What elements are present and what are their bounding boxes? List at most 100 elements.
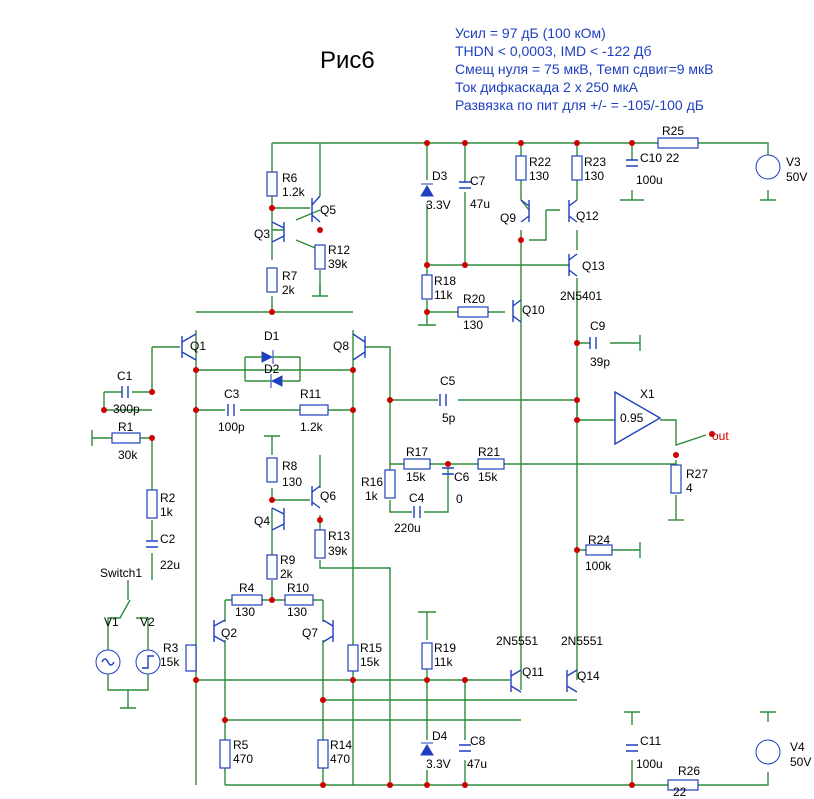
value-C9: 39p [590, 355, 610, 369]
label-V3: V3 [786, 155, 801, 169]
transistor-Q2 [213, 619, 226, 643]
spec-note: Развязка по пит для +/- = -105/-100 дБ [455, 97, 704, 113]
capacitor-C10 [626, 159, 638, 167]
label-R23: R23 [584, 155, 606, 169]
label-R14: R14 [330, 738, 352, 752]
label-D4: D4 [432, 729, 448, 743]
figure-title: Рис6 [320, 47, 375, 74]
resistor-R8 [266, 457, 278, 483]
label-V1: V1 [104, 615, 119, 629]
resistor-R4 [231, 594, 263, 606]
transistor-Q8 [352, 333, 366, 361]
label-R26: R26 [678, 764, 700, 778]
value-R18: 11k [434, 288, 453, 302]
zener-D4 [420, 742, 434, 756]
label-C1: C1 [117, 369, 133, 383]
resistor-R24 [585, 544, 613, 556]
value-R20: 130 [463, 318, 483, 332]
label-R8: R8 [282, 459, 298, 473]
value-R22: 130 [529, 169, 549, 183]
value-R13: 39k [328, 544, 348, 558]
label-Q6: Q6 [320, 489, 336, 503]
diodes [244, 183, 434, 756]
resistor-R17 [403, 458, 431, 470]
spec-note: THDN < 0,0003, IMD < -122 Дб [455, 43, 651, 59]
label-D1: D1 [264, 329, 280, 343]
transistor-Q10 [512, 299, 522, 323]
resistor-R26 [667, 779, 699, 791]
label-C10: C10 [640, 151, 662, 165]
value-C2: 22u [160, 558, 180, 572]
transistor-Q4 [271, 507, 285, 531]
capacitor-C11 [626, 744, 638, 752]
value-R27: 4 [686, 481, 693, 495]
value-R3: 15k [160, 655, 180, 669]
resistor-R20 [457, 306, 489, 318]
transistor-Q6 [311, 485, 321, 509]
resistor-R6 [266, 171, 278, 197]
label-X1: X1 [640, 387, 655, 401]
label-Q7: Q7 [302, 626, 318, 640]
label-Q3: Q3 [254, 227, 270, 241]
label-R25: R25 [662, 124, 684, 138]
capacitor-C4 [413, 506, 421, 518]
capacitor-C1 [121, 386, 129, 398]
resistor-R14 [317, 739, 329, 769]
label-Q8: Q8 [333, 339, 349, 353]
label-Q2: Q2 [221, 626, 237, 640]
value-C8: 47u [467, 757, 487, 771]
resistor-R11 [299, 404, 329, 416]
label-Q1: Q1 [190, 339, 206, 353]
label-Q10: Q10 [522, 303, 545, 317]
resistor-R13 [314, 529, 326, 559]
value-C5: 5p [442, 411, 456, 425]
voltage-source-V4 [755, 739, 781, 765]
label-R20: R20 [463, 292, 485, 306]
transistor-Q11 [510, 669, 522, 693]
label-R22: R22 [529, 155, 551, 169]
capacitor-C3 [227, 404, 235, 416]
transistor-Q1 [181, 333, 197, 361]
capacitor-C5 [439, 394, 447, 406]
voltage-source-V3 [755, 154, 781, 180]
resistor-R23 [571, 155, 583, 181]
label-V4: V4 [790, 740, 805, 754]
resistor-R3 [185, 644, 197, 672]
label-R13: R13 [328, 529, 350, 543]
capacitor-C2 [146, 540, 158, 548]
value-R2: 1k [160, 505, 174, 519]
label-D3: D3 [432, 169, 448, 183]
value-R26: 22 [673, 785, 687, 799]
ground-symbols [91, 190, 776, 725]
component-labels: R6 1.2k Q5 Q3 R12 39k R7 2k D3 3.3V C7 4… [100, 124, 811, 799]
label-R3: R3 [163, 641, 179, 655]
resistor-R15 [347, 644, 359, 672]
label-R24: R24 [588, 533, 610, 547]
resistor-R5 [219, 739, 231, 769]
label-C8: C8 [470, 734, 486, 748]
value-R5: 470 [233, 752, 253, 766]
value-R4: 130 [235, 605, 255, 619]
label-D2: D2 [264, 362, 280, 376]
label-R11: R11 [300, 387, 321, 401]
value-R7: 2k [282, 283, 296, 297]
sources [95, 154, 781, 765]
value-R15: 15k [360, 655, 380, 669]
value-C1: 300p [113, 402, 140, 416]
label-C9: C9 [590, 319, 606, 333]
resistor-R21 [477, 458, 505, 470]
value-R6: 1.2k [282, 185, 306, 199]
transistor-Q5 [311, 195, 321, 223]
label-R2: R2 [160, 491, 176, 505]
value-R23: 130 [584, 169, 604, 183]
label-R9: R9 [280, 553, 296, 567]
zener-D3 [420, 183, 434, 197]
transistors [181, 195, 578, 693]
label-R7: R7 [282, 269, 298, 283]
value-C7: 47u [470, 197, 490, 211]
label-Q13: Q13 [582, 259, 605, 273]
label-R6: R6 [282, 171, 298, 185]
label-R27: R27 [686, 467, 708, 481]
resistor-R2 [146, 489, 158, 519]
